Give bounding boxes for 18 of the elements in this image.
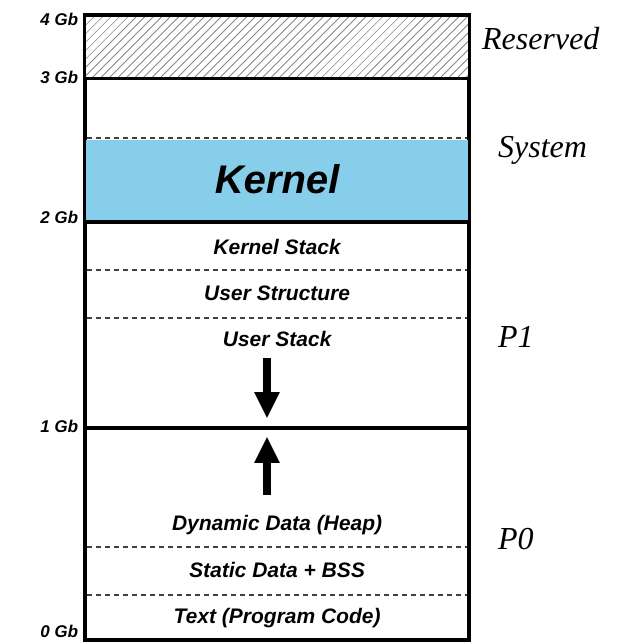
address-tick-label: 4 Gb [40,10,78,30]
address-tick-label: 1 Gb [40,417,78,437]
region-label: Reserved [482,20,600,57]
region-label: System [498,128,587,165]
segment-label: Dynamic Data (Heap) [172,512,382,536]
address-tick-label: 0 Gb [40,622,78,642]
segment-label: Kernel Stack [213,236,341,260]
address-tick-label: 3 Gb [40,68,78,88]
region-label: P1 [498,318,534,355]
segment-label: Static Data + BSS [189,559,365,583]
reserved-hatched-band [86,17,468,77]
segment-label: Text (Program Code) [174,605,380,629]
segment-label: User Stack [222,328,332,352]
region-label: P0 [498,520,534,557]
kernel-band [86,140,468,220]
segment-label: User Structure [204,282,350,306]
address-tick-label: 2 Gb [40,208,78,228]
kernel-label: Kernel [214,158,340,202]
